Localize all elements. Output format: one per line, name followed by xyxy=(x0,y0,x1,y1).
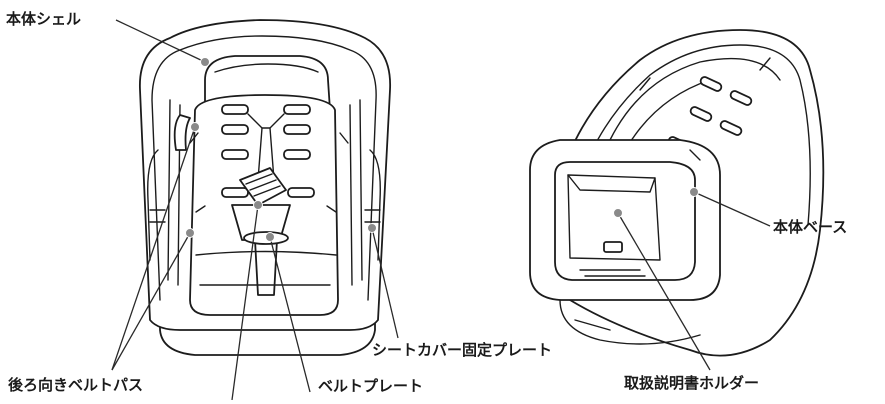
base-rear-view xyxy=(529,29,825,357)
label-base: 本体ベース xyxy=(773,218,848,236)
label-belt-path: 後ろ向きベルトパス xyxy=(8,376,144,394)
seat-front-view xyxy=(139,19,391,356)
marker-manual-holder xyxy=(613,208,623,218)
marker-belt-path-lower xyxy=(185,228,195,238)
leader-lines xyxy=(111,19,771,401)
marker-cover-plate xyxy=(367,223,377,233)
marker-buckle xyxy=(253,200,263,210)
marker-belt-plate xyxy=(265,232,275,242)
marker-base xyxy=(689,187,699,197)
label-manual-holder: 取扱説明書ホルダー xyxy=(624,374,760,392)
marker-shell xyxy=(200,57,210,67)
label-belt-plate: ベルトプレート xyxy=(318,377,424,395)
marker-dots xyxy=(185,57,699,242)
marker-belt-path-upper xyxy=(190,122,200,132)
label-shell: 本体シェル xyxy=(6,10,82,28)
label-cover-plate: シートカバー固定プレート xyxy=(372,341,553,359)
